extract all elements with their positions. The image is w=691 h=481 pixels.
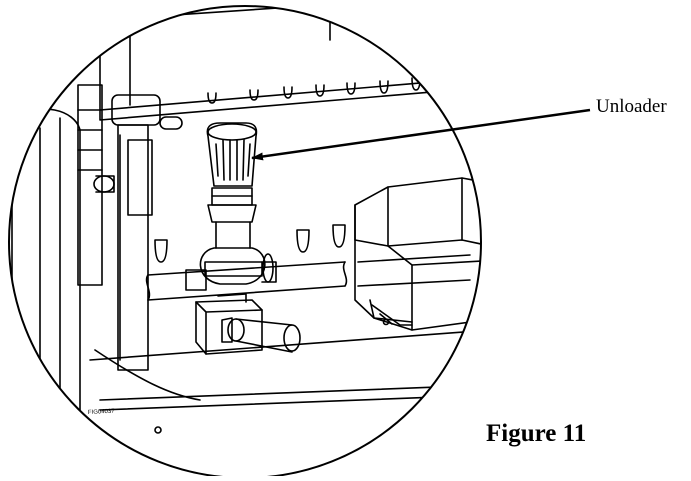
right-housing [354,177,481,331]
panel-slots [207,77,421,104]
callout-arrow [251,108,591,161]
valve-block [195,293,301,355]
part-number: FIG04037 [88,409,116,416]
figure-caption: Figure 11 [486,420,587,447]
unloader-callout-label: Unloader [596,96,667,117]
unloader-knob [185,122,277,291]
pipe [145,253,471,301]
detail-view: FIG04037 [11,6,481,441]
